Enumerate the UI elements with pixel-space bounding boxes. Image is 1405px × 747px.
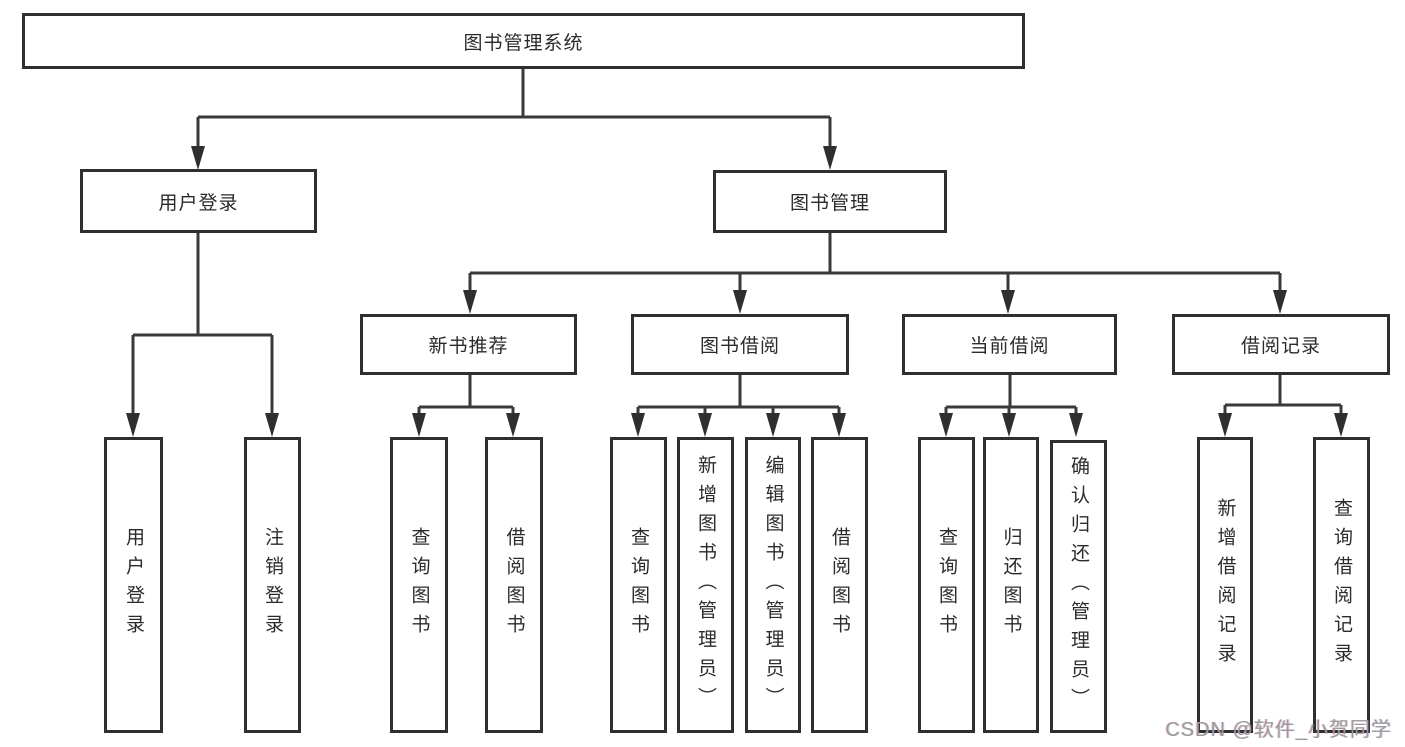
leaf-user-login: 用户登录 [104, 437, 163, 733]
csdn-watermark: CSDN @软件_小贺同学 [1165, 719, 1392, 741]
node-user-login: 用户登录 [80, 169, 317, 233]
leaf-current-query-book: 查询图书 [918, 437, 975, 733]
node-borrow-record: 借阅记录 [1172, 314, 1390, 375]
node-current-borrow: 当前借阅 [902, 314, 1117, 375]
leaf-current-return-book: 归还图书 [983, 437, 1039, 733]
leaf-logout: 注销登录 [244, 437, 301, 733]
leaf-recommend-borrow-book: 借阅图书 [485, 437, 543, 733]
leaf-recommend-query-book: 查询图书 [390, 437, 448, 733]
leaf-borrow-add-book-admin: 新增图书（管理员） [677, 437, 734, 733]
leaf-borrow-query-book: 查询图书 [610, 437, 667, 733]
node-book-borrow: 图书借阅 [631, 314, 849, 375]
leaf-record-query: 查询借阅记录 [1313, 437, 1370, 733]
node-book-management: 图书管理 [713, 170, 947, 233]
arrowhead-icons [126, 146, 1348, 437]
node-new-book-recommend: 新书推荐 [360, 314, 577, 375]
leaf-borrow-borrow-book: 借阅图书 [811, 437, 868, 733]
leaf-borrow-edit-book-admin: 编辑图书（管理员） [745, 437, 801, 733]
node-root-system: 图书管理系统 [22, 13, 1025, 69]
leaf-current-confirm-return-admin: 确认归还（管理员） [1050, 440, 1107, 733]
leaf-record-add: 新增借阅记录 [1197, 437, 1253, 733]
